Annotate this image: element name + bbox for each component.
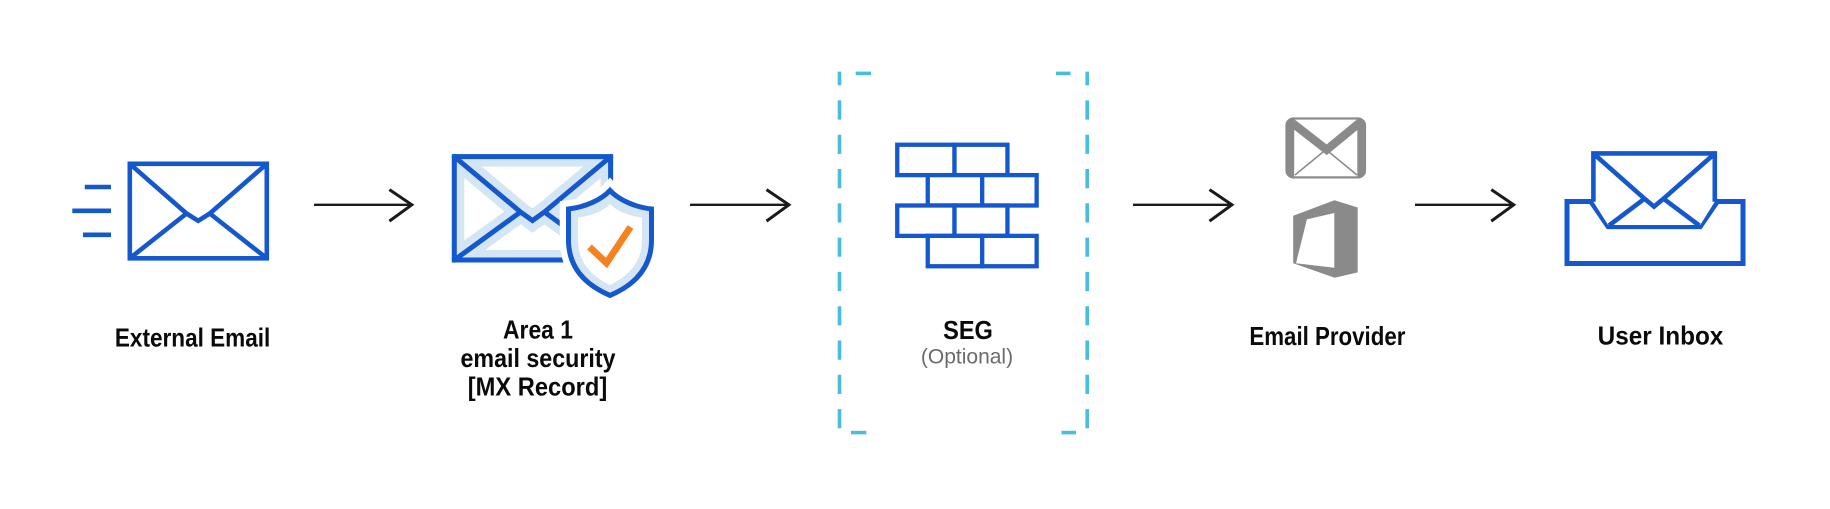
svg-text:Email Provider: Email Provider: [1249, 321, 1405, 351]
svg-text:Area 1: Area 1: [503, 314, 573, 344]
svg-text:[MX Record]: [MX Record]: [468, 372, 608, 402]
svg-text:(Optional): (Optional): [921, 345, 1013, 368]
svg-text:User Inbox: User Inbox: [1598, 320, 1724, 350]
svg-text:External Email: External Email: [115, 323, 270, 353]
svg-text:SEG: SEG: [943, 315, 993, 345]
svg-text:email security: email security: [461, 343, 616, 373]
